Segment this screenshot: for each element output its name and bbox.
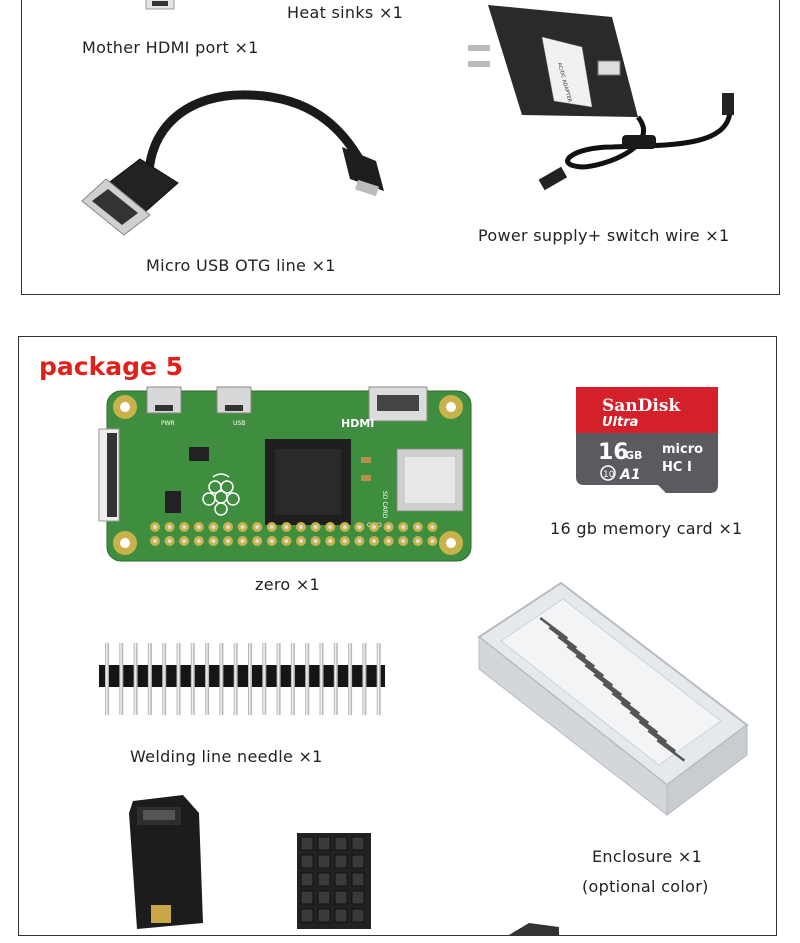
heatsink-fin [300, 908, 314, 923]
heatsink-fin [334, 908, 348, 923]
sd-speed-class: 10 [603, 470, 615, 480]
heatsink-fin [334, 890, 348, 905]
enclosure-marking [548, 626, 578, 649]
heatsink-fins [297, 833, 371, 929]
micro-usb-otg-cable-image [81, 90, 384, 236]
sd-capacity: 16 [598, 440, 629, 465]
heatsink-fin [351, 908, 365, 923]
heat-sinks-label: Heat sinks ×1 [287, 3, 404, 22]
sd-memory-card-image: SanDisk Ultra 16 GB 10 A1 micro HC I [576, 387, 718, 493]
sd-brand: SanDisk [602, 396, 681, 416]
pwr-print: PWR [161, 420, 175, 427]
gpio-pads [150, 522, 438, 546]
mother-hdmi-port-label: Mother HDMI port ×1 [82, 38, 259, 57]
partial-product-image [509, 923, 559, 935]
heatsink-fin [334, 854, 348, 869]
heatsink-fin [300, 854, 314, 869]
sd-unit: GB [625, 449, 642, 462]
sd-logo: micro [662, 442, 703, 457]
enclosure-marking [611, 692, 641, 715]
enclosure-marking [539, 617, 569, 640]
sd-card-print: SD CARD [381, 491, 388, 519]
micro-usb-otg-label: Micro USB OTG line ×1 [146, 256, 336, 275]
heatsink-fin [317, 890, 331, 905]
raspberry-pi-zero-board-image: HDMI PWR USB SD CARD GPIO [98, 386, 472, 562]
enclosure-marking [575, 654, 605, 678]
mother-hdmi-port-image [145, 0, 175, 10]
heatsink-fin [317, 854, 331, 869]
header-pins [105, 643, 381, 715]
enclosure-marking [557, 635, 587, 659]
pin-header-image [99, 643, 385, 715]
enclosure-marking [638, 720, 668, 743]
enclosure-marking [656, 739, 686, 762]
heatsink-fin [317, 872, 331, 887]
package-5-panel: package 5 HDMI PWR USB SD CARD GPIO [18, 336, 777, 936]
heatsink-fin [334, 836, 348, 851]
welding-needle-label: Welding line needle ×1 [130, 747, 323, 766]
heatsink-fin [300, 836, 314, 851]
enclosure-marking [602, 682, 632, 706]
mini-hdmi-adapter-image [129, 795, 203, 929]
enclosure-label: Enclosure ×1 [592, 847, 703, 866]
enclosure-marking [584, 664, 614, 687]
sd-logo-sub: HC I [662, 460, 692, 475]
memory-card-label: 16 gb memory card ×1 [550, 519, 743, 538]
heat-sinks-image [297, 833, 371, 929]
sd-app-class: A1 [619, 467, 641, 483]
heatsink-fin [317, 908, 331, 923]
heatsink-fin [317, 836, 331, 851]
heatsink-fin [351, 872, 365, 887]
package-4-panel: Heat sinks ×1 Mother HDMI port ×1 Micro … [21, 0, 780, 295]
enclosure-marking [647, 729, 677, 753]
usb-print: USB [233, 420, 245, 427]
power-supply-label: Power supply+ switch wire ×1 [478, 226, 730, 245]
heatsink-fin [351, 836, 365, 851]
heatsink-fin [300, 872, 314, 887]
heatsink-fin [300, 890, 314, 905]
heatsink-fin [334, 872, 348, 887]
enclosure-marking [566, 645, 596, 668]
enclosure-marking [593, 673, 623, 696]
zero-label: zero ×1 [255, 575, 321, 594]
package-5-title: package 5 [39, 352, 184, 381]
enclosure-note-label: (optional color) [582, 877, 709, 896]
enclosure-gpio-markings [539, 617, 686, 762]
power-supply-image: AC/DC ADAPTER [468, 5, 734, 191]
hdmi-print: HDMI [341, 417, 374, 430]
heatsink-fin [351, 854, 365, 869]
sd-line: Ultra [602, 415, 638, 430]
heatsink-fin [351, 890, 365, 905]
enclosure-marking [629, 711, 659, 734]
enclosure-marking [620, 701, 650, 725]
clear-enclosure-image [477, 581, 749, 817]
